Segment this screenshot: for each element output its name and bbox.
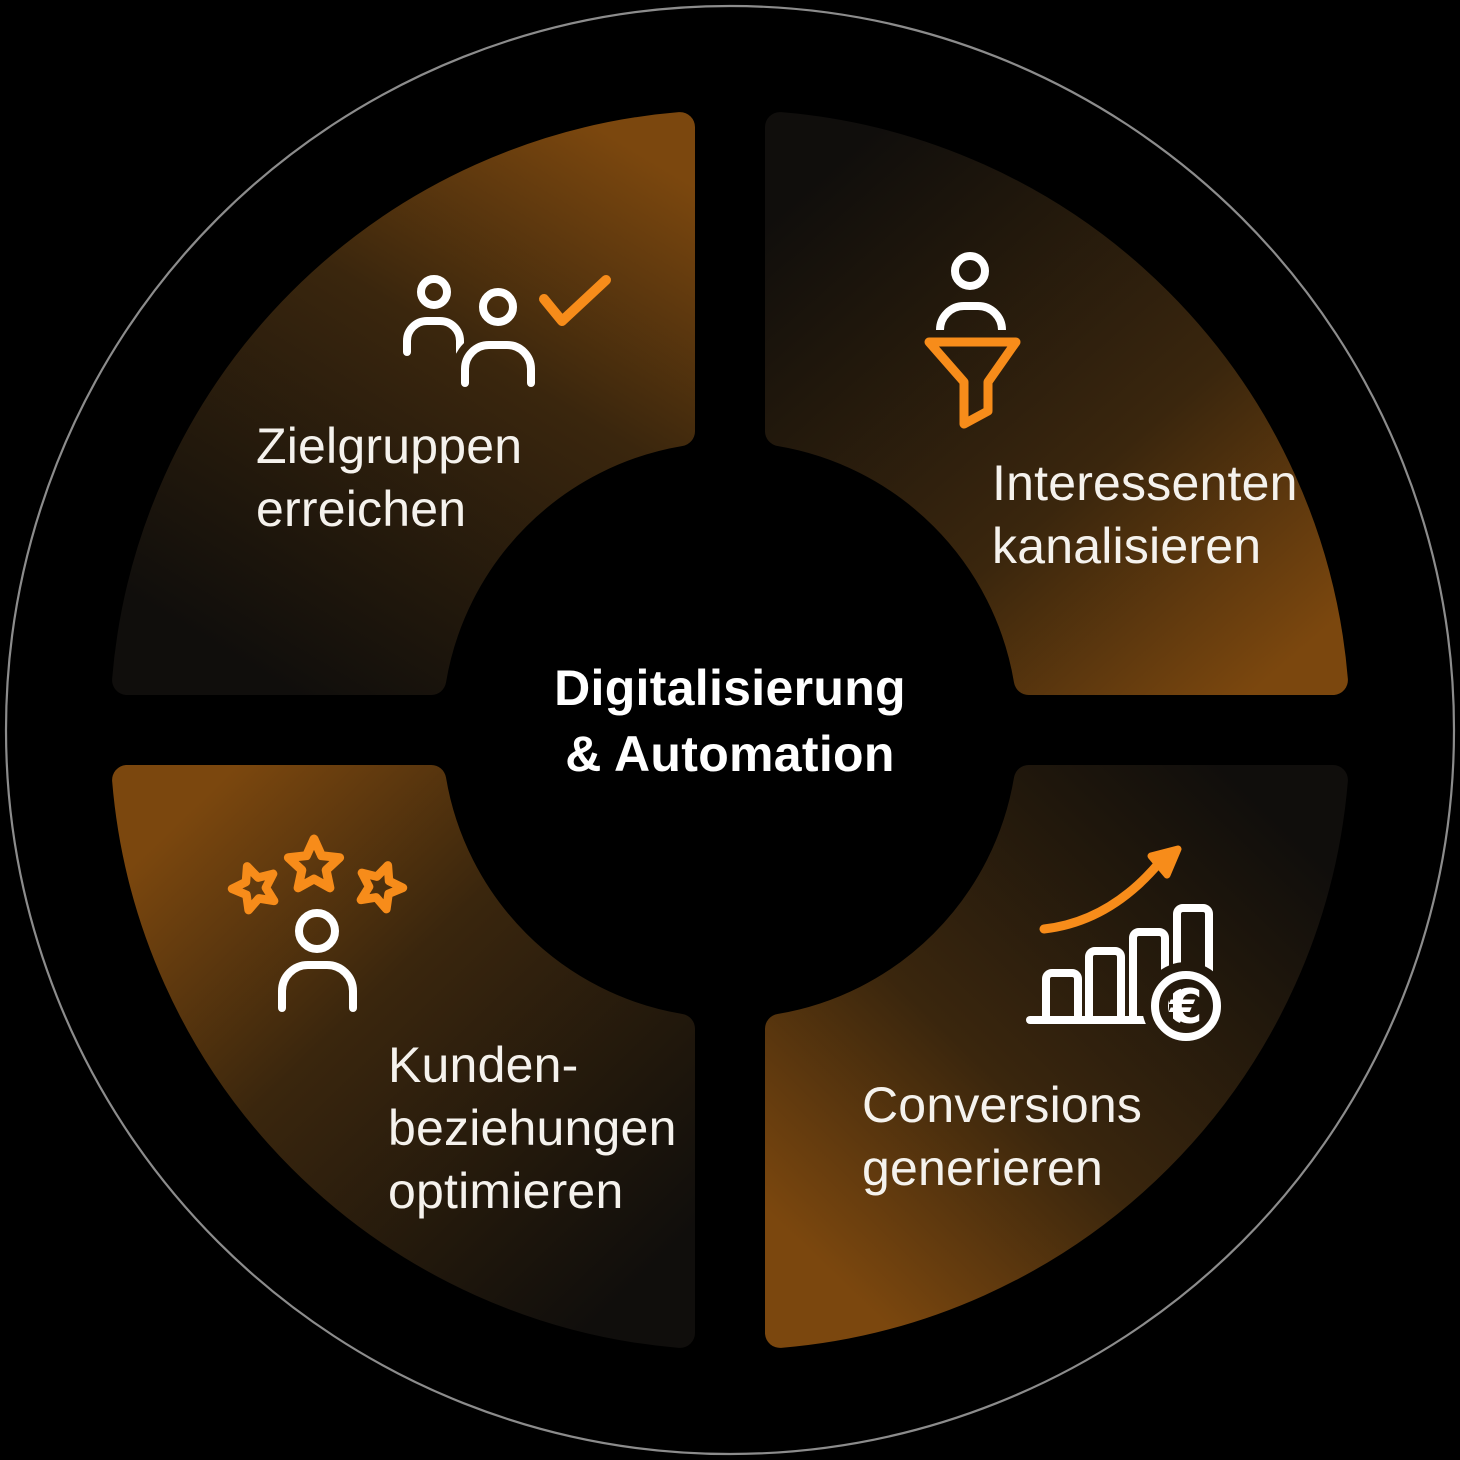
label-line: erreichen (256, 481, 467, 537)
quadrant-top-right-shape (765, 112, 1348, 695)
quadrant-label-top-left: Zielgruppen erreichen (256, 415, 522, 541)
growth-arrow-icon (1039, 845, 1182, 934)
label-line: optimieren (388, 1163, 624, 1219)
label-line: Conversions (862, 1077, 1143, 1133)
label-line: Interessenten (992, 455, 1298, 511)
quadrant-top-left-shape (112, 112, 695, 695)
checkmark-icon (539, 275, 611, 326)
quadrant-label-bottom-right: Conversions generieren (862, 1074, 1142, 1200)
label-line: beziehungen (388, 1100, 677, 1156)
funnel-icon (924, 337, 1021, 429)
label-line: kanalisieren (992, 518, 1262, 574)
center-title-line: & Automation (565, 726, 895, 782)
stars-person-icon (227, 839, 409, 1012)
person-funnel-icon (917, 252, 1028, 436)
quadrant-bottom-right-shape (765, 765, 1348, 1348)
outer-ring (4, 4, 1456, 1456)
label-line: Zielgruppen (256, 418, 523, 474)
euro-symbol: € (1169, 980, 1203, 1035)
quadrant-label-bottom-left: Kunden- beziehungen optimieren (388, 1034, 677, 1223)
quadrant-label-top-right: Interessenten kanalisieren (992, 452, 1298, 578)
users-check-icon (403, 275, 611, 395)
center-title-line: Digitalisierung (554, 660, 906, 716)
label-line: generieren (862, 1140, 1104, 1196)
label-line: Kunden- (388, 1037, 579, 1093)
bar-chart-icon (1026, 904, 1213, 1024)
chart-growth-euro-icon: € (1026, 845, 1230, 1050)
quadrant-bottom-left-shape (112, 765, 695, 1348)
euro-badge (1151, 971, 1221, 1041)
center-title: Digitalisierung & Automation (0, 655, 1460, 787)
